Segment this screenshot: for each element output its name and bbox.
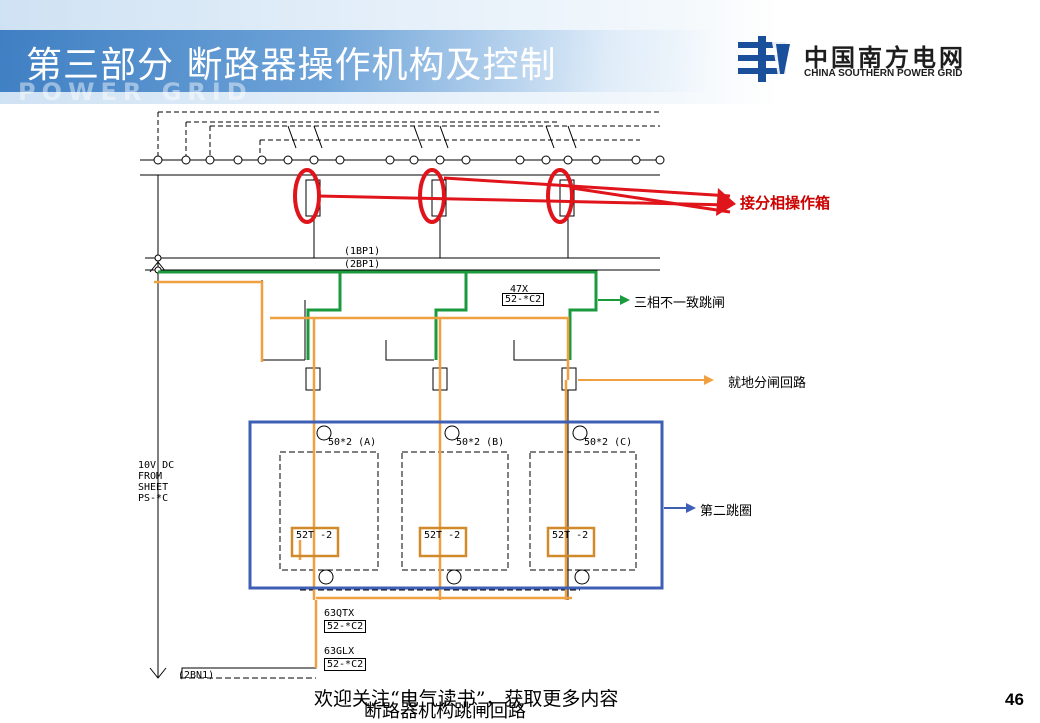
logo-name-cn: 中国南方电网 — [804, 44, 966, 72]
source-note-line3: SHEET — [138, 482, 169, 493]
relay-63qtx-sheet: 52-*C2 — [324, 620, 367, 633]
coil-b-name: 52T -2 — [424, 530, 461, 541]
relay-63glx-sheet: 52-*C2 — [324, 658, 367, 671]
annotation-phase-box: 接分相操作箱 — [740, 194, 831, 212]
phase-arrows — [317, 176, 731, 214]
second-coil-frame — [248, 420, 664, 590]
coil-box-a-label: 50*2 (A) — [328, 437, 377, 448]
csg-emblem-icon — [738, 36, 792, 82]
slide-title: 第三部分 断路器操作机构及控制 — [26, 45, 557, 86]
source-note-line1: 10V DC — [138, 460, 175, 471]
phase-arrow-head-icon — [716, 188, 736, 216]
source-note-line2: FROM — [138, 471, 163, 482]
header-watermark: POWER GRID — [18, 78, 253, 106]
coil-box-b-label: 50*2 (B) — [456, 437, 505, 448]
relay-52c2-label: 52-*C2 — [502, 293, 545, 306]
relay-63qtx-label: 63QTX — [324, 608, 355, 619]
blue-arrow-head-icon — [686, 503, 696, 513]
relay-47x-label: 47X — [510, 284, 529, 295]
green-arrow-head-icon — [620, 295, 630, 305]
coil-box-c-label: 50*2 (C) — [584, 437, 633, 448]
coil-highlights — [290, 526, 596, 558]
bus-label-2bp1: (2BP1) — [344, 259, 381, 270]
annotation-pole-discrepancy: 三相不一致跳闸 — [634, 296, 726, 311]
relay-63glx-label: 63GLX — [324, 646, 355, 657]
coil-a-name: 52T -2 — [296, 530, 333, 541]
company-logo: 中国南方电网 CHINA SOUTHERN POWER GRID — [734, 36, 1024, 82]
pole-discrepancy-path — [158, 270, 598, 360]
logo-name-en: CHINA SOUTHERN POWER GRID — [804, 68, 963, 79]
source-note-line4: PS-*C — [138, 493, 169, 504]
bus-label-1bp1: (1BP1) — [344, 246, 381, 257]
footer-caption: 断路器机构跳闸回路 — [364, 701, 526, 722]
orange-arrow-head-icon — [704, 375, 714, 385]
phase-number-circles — [316, 425, 590, 585]
annotation-second-coil: 第二跳圈 — [700, 504, 753, 519]
page-number: 46 — [1005, 690, 1024, 709]
annotation-local-trip: 就地分闸回路 — [728, 376, 807, 391]
local-trip-path — [154, 280, 572, 668]
slide-header: 第三部分 断路器操作机构及控制 POWER GRID 中国南方电网 CHINA … — [0, 0, 1040, 106]
bus-label-2bn1: (2BN1) — [178, 670, 215, 681]
footer-promo: 欢迎关注“电气读书”，获取更多内容 — [314, 688, 619, 710]
coil-c-name: 52T -2 — [552, 530, 589, 541]
